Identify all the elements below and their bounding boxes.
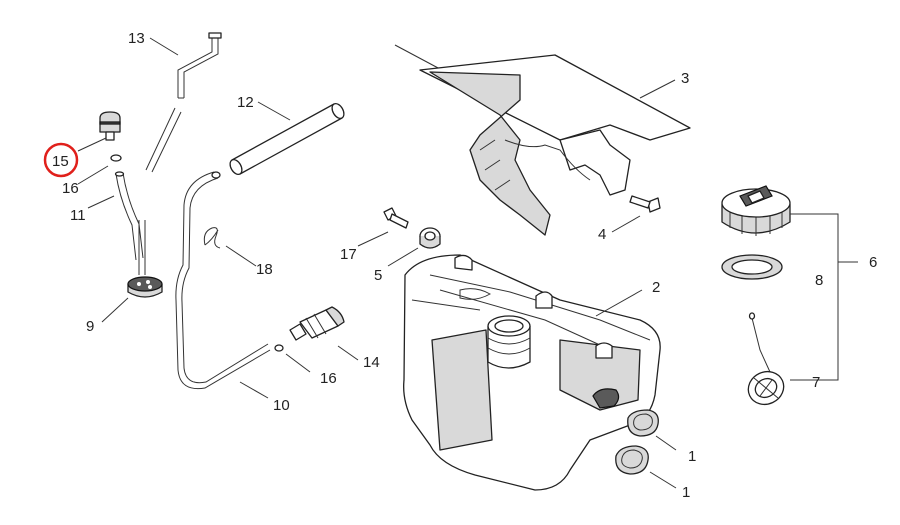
part-14-fuel-filter — [289, 306, 345, 341]
part-1-gasket-upper — [627, 409, 659, 437]
part-2-fuel-tank — [403, 254, 661, 491]
part-17-screw — [383, 207, 409, 229]
part-11-hose — [114, 171, 144, 261]
callout-1-upper: 1 — [688, 448, 696, 465]
part-16-ring-lower — [274, 344, 284, 352]
callout-9: 9 — [86, 318, 94, 335]
callout-5: 5 — [374, 267, 382, 284]
callout-1-lower: 1 — [682, 484, 690, 501]
callout-4: 4 — [598, 226, 606, 243]
callout-11: 11 — [70, 207, 86, 224]
callout-8: 8 — [815, 272, 823, 289]
part-7-tether-strap — [747, 312, 785, 406]
callout-2: 2 — [652, 279, 660, 296]
callout-17: 17 — [340, 246, 357, 263]
callout-10: 10 — [273, 397, 290, 414]
part-3-tank-cover — [394, 44, 691, 236]
part-4-bolt — [629, 195, 661, 213]
callout-14: 14 — [363, 354, 380, 371]
callout-13: 13 — [128, 30, 145, 47]
part-1-gasket-lower — [615, 445, 649, 475]
callout-18: 18 — [256, 261, 273, 278]
leader-lines — [77, 37, 858, 489]
part-6-fuel-cap — [721, 185, 791, 236]
callout-labels: 13 12 3 15 16 11 4 17 18 5 6 8 2 9 14 16… — [52, 30, 877, 501]
highlight-circle — [43, 142, 79, 178]
callout-16-lower: 16 — [320, 370, 337, 387]
part-10-hose — [175, 171, 271, 390]
callout-16-top: 16 — [62, 180, 79, 197]
callout-3: 3 — [681, 70, 689, 87]
callout-7: 7 — [812, 374, 820, 391]
callout-6: 6 — [869, 254, 877, 271]
part-18-clip — [203, 227, 221, 249]
part-13-hose — [138, 32, 222, 275]
part-5-bushing — [419, 227, 441, 249]
callout-15: 15 — [52, 153, 69, 170]
part-9-grommet — [127, 276, 163, 298]
part-16-ring-top — [110, 154, 122, 162]
callout-12: 12 — [237, 94, 254, 111]
part-8-cap-seal — [721, 254, 783, 280]
part-12-hose — [229, 102, 345, 176]
part-15-filter — [99, 111, 121, 141]
